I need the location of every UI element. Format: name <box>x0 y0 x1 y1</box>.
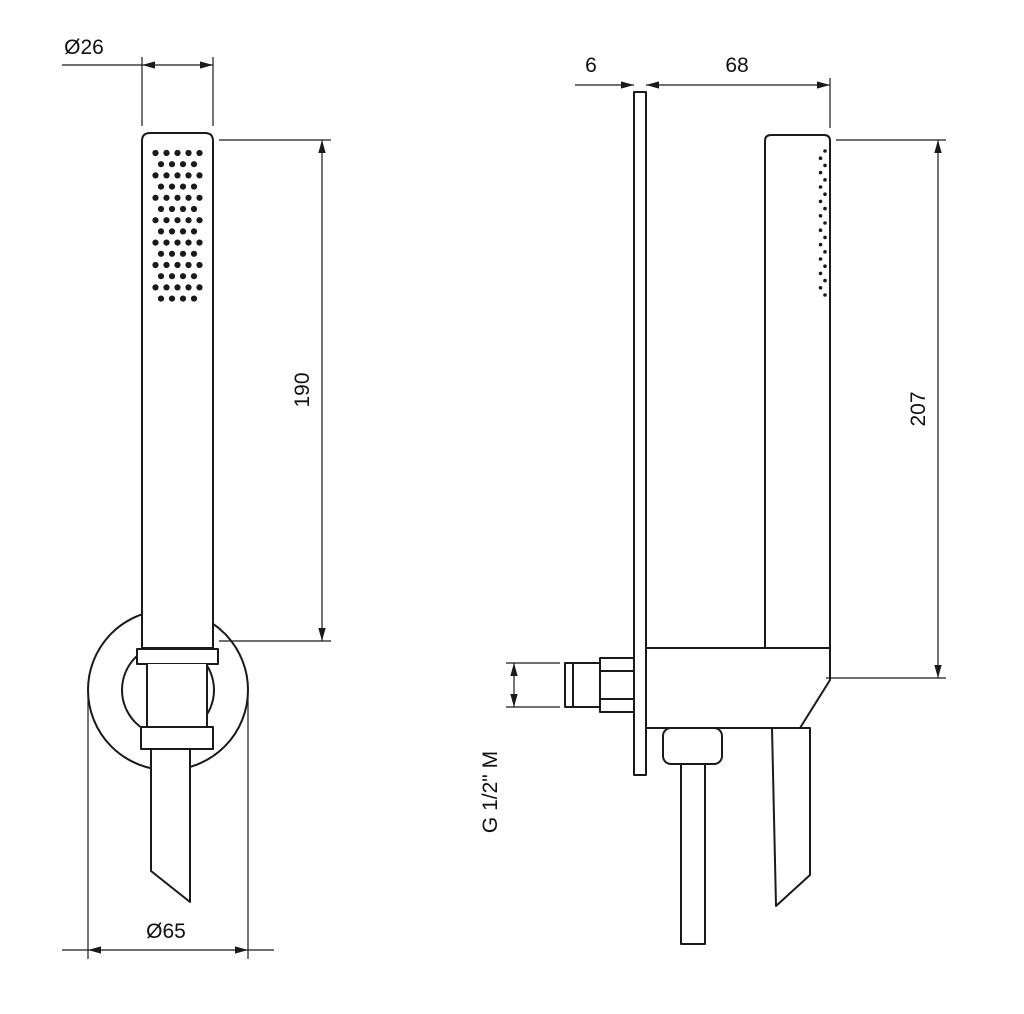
front-spray-dots <box>152 149 203 302</box>
wall-plate <box>633 91 647 776</box>
dim-plate-thickness: 6 <box>575 54 634 89</box>
handle-grip-side <box>771 727 811 907</box>
thread-connector <box>564 662 601 708</box>
shower-head-side <box>764 134 831 649</box>
hex-nut <box>599 657 635 713</box>
shower-head-front <box>141 132 214 649</box>
dim-bracket-offset: 68 <box>646 54 831 128</box>
dim-head-length: 190 <box>219 139 331 642</box>
dim-bracket-diameter-label: Ø65 <box>146 920 186 943</box>
dim-head-width-label: Ø26 <box>64 36 104 59</box>
dim-thread-size: G 1/2" M <box>479 662 560 833</box>
dim-bracket-offset-label: 68 <box>725 54 748 77</box>
outlet-tube <box>680 763 706 945</box>
dim-bracket-diameter: Ø65 <box>62 697 274 959</box>
dim-total-length: 207 <box>826 139 946 679</box>
outlet-flange <box>662 727 723 765</box>
bracket-body-side <box>645 647 831 729</box>
holder-band <box>136 648 219 665</box>
dim-thread-size-label: G 1/2" M <box>479 751 502 833</box>
handle-nut <box>140 726 214 750</box>
front-view: Ø26 190 Ø65 <box>62 36 331 959</box>
side-view: 6 68 207 G 1/2" M <box>479 54 946 945</box>
side-spray-dots <box>818 149 827 297</box>
dim-head-length-label: 190 <box>291 372 314 407</box>
dim-head-width: Ø26 <box>62 36 214 126</box>
dim-plate-thickness-label: 6 <box>585 54 597 77</box>
handle-mid-mask <box>147 664 207 727</box>
dim-total-length-label: 207 <box>907 391 930 426</box>
handle-grip <box>150 748 191 903</box>
